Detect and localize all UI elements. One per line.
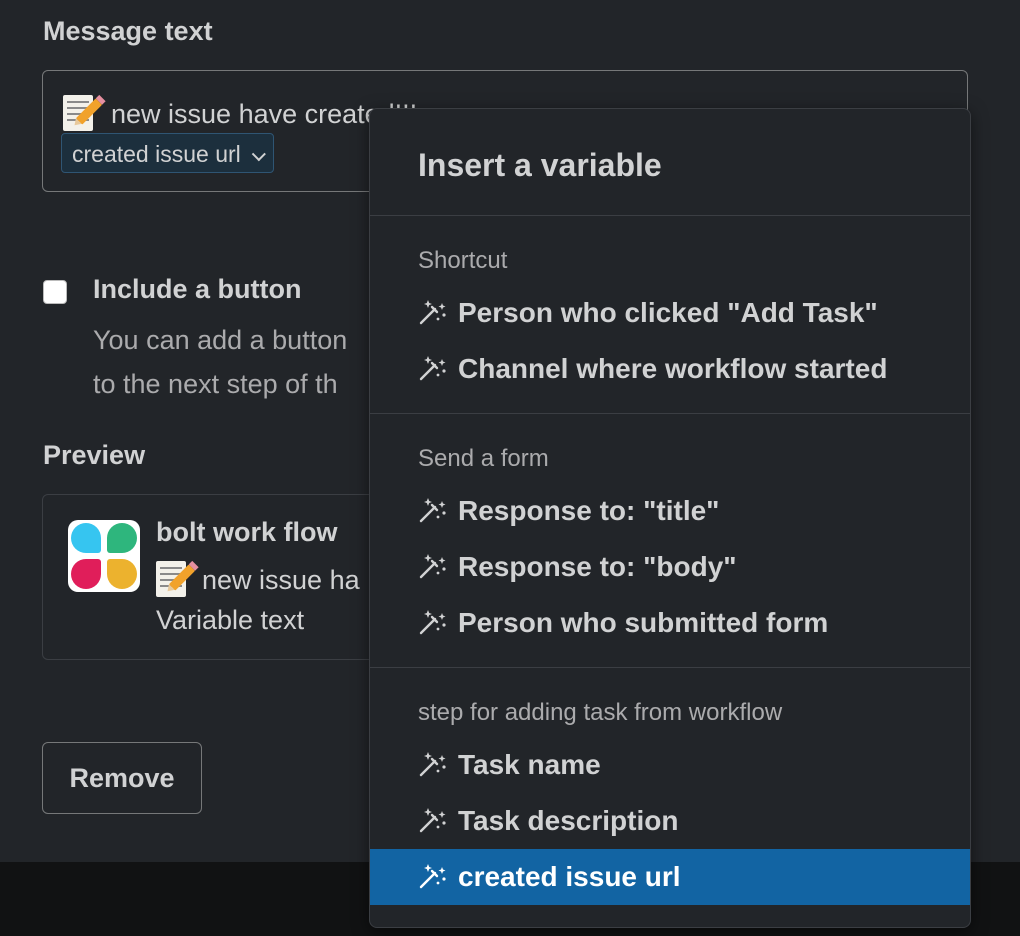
message-text-value: new issue have created!!! (111, 99, 418, 129)
remove-button[interactable]: Remove (42, 742, 202, 814)
memo-icon (63, 93, 103, 133)
menu-divider (370, 215, 970, 216)
include-button-checkbox[interactable] (43, 280, 67, 304)
menu-item-label: created issue url (458, 861, 681, 892)
magic-wand-icon (418, 750, 448, 778)
menu-item-person-who-clicked[interactable]: Person who clicked "Add Task" (370, 285, 970, 341)
magic-wand-icon (418, 496, 448, 524)
menu-item-task-description[interactable]: Task description (370, 793, 970, 849)
magic-wand-icon (418, 608, 448, 636)
magic-wand-icon (418, 298, 448, 326)
menu-item-response-title[interactable]: Response to: "title" (370, 483, 970, 539)
menu-item-person-who-submitted[interactable]: Person who submitted form (370, 595, 970, 651)
insert-variable-menu: Insert a variable Shortcut Person who cl… (369, 108, 971, 928)
menu-item-label: Person who submitted form (458, 607, 829, 638)
magic-wand-icon (418, 552, 448, 580)
section-heading-shortcut: Shortcut (418, 247, 508, 274)
menu-item-label: Response to: "title" (458, 495, 720, 526)
menu-item-label: Response to: "body" (458, 551, 737, 582)
variable-chip-label: created issue url (72, 141, 241, 167)
preview-message-text: new issue ha (202, 565, 360, 595)
menu-item-label: Task name (458, 749, 601, 780)
include-button-desc-line1: You can add a button (93, 325, 348, 355)
menu-item-label: Person who clicked "Add Task" (458, 297, 878, 328)
include-button-desc-line2: to the next step of th (93, 369, 338, 399)
menu-title: Insert a variable (418, 147, 662, 183)
menu-item-task-name[interactable]: Task name (370, 737, 970, 793)
menu-item-label: Task description (458, 805, 679, 836)
magic-wand-icon (418, 354, 448, 382)
preview-card: bolt work flow new issue ha Variable tex… (42, 494, 442, 660)
variable-chip[interactable]: created issue url (61, 133, 274, 173)
section-heading-send-form: Send a form (418, 445, 549, 472)
memo-icon (156, 559, 196, 599)
chevron-down-icon (251, 147, 266, 162)
menu-item-created-issue-url[interactable]: created issue url (370, 849, 970, 905)
preview-label: Preview (43, 440, 146, 470)
menu-item-channel-where-started[interactable]: Channel where workflow started (370, 341, 970, 397)
magic-wand-icon (418, 806, 448, 834)
message-text-label: Message text (43, 16, 213, 46)
preview-message-line: new issue ha (156, 559, 366, 599)
menu-divider (370, 413, 970, 414)
magic-wand-icon (418, 862, 448, 890)
menu-divider (370, 667, 970, 668)
menu-item-response-body[interactable]: Response to: "body" (370, 539, 970, 595)
app-avatar (68, 520, 140, 592)
preview-app-name: bolt work flow (156, 517, 338, 547)
include-button-label: Include a button (93, 274, 302, 304)
section-heading-adding-task: step for adding task from workflow (418, 699, 783, 726)
message-text-line: new issue have created!!! (63, 93, 417, 133)
preview-variable-text: Variable text (156, 605, 305, 635)
include-button-description: You can add a button to the next step of… (93, 318, 383, 406)
menu-item-label: Channel where workflow started (458, 353, 888, 384)
